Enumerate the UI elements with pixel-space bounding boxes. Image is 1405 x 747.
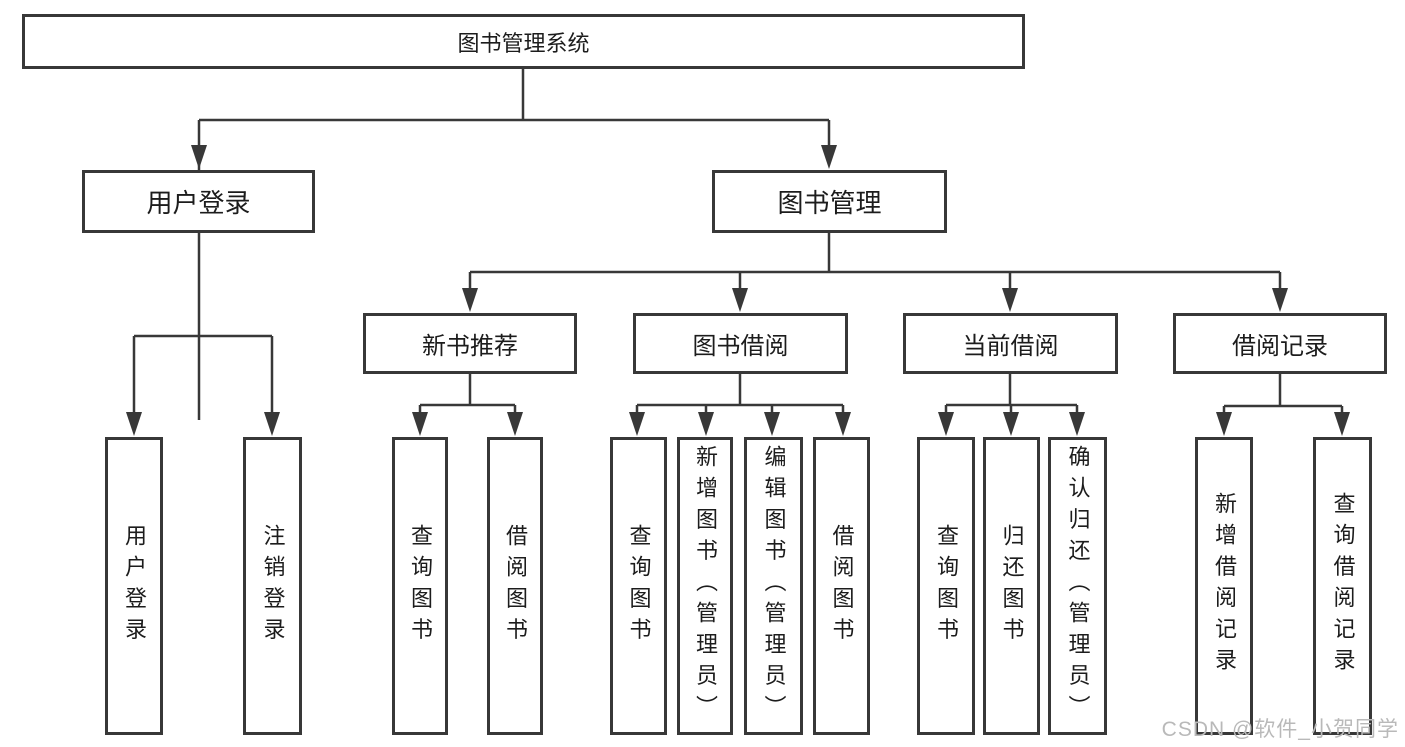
node-user-login: 用户登录 [82, 170, 315, 233]
leaf-borrow-books-recommend: 借阅图书 [487, 437, 543, 735]
leaf-user-login: 用户登录 [105, 437, 163, 735]
leaf-confirm-return-admin: 确认归还（管理员） [1048, 437, 1107, 735]
node-book-management: 图书管理 [712, 170, 947, 233]
leaf-borrow-books: 借阅图书 [813, 437, 870, 735]
leaf-logout: 注销登录 [243, 437, 302, 735]
node-library-system: 图书管理系统 [22, 14, 1025, 69]
node-book-borrowing: 图书借阅 [633, 313, 848, 374]
leaf-query-books-borrow: 查询图书 [610, 437, 667, 735]
leaf-return-book: 归还图书 [983, 437, 1040, 735]
node-new-book-recommend: 新书推荐 [363, 313, 577, 374]
csdn-watermark: CSDN @软件_小贺同学 [1161, 718, 1399, 741]
leaf-edit-book-admin: 编辑图书（管理员） [744, 437, 803, 735]
leaf-query-borrow-record: 查询借阅记录 [1313, 437, 1372, 735]
node-current-borrowing: 当前借阅 [903, 313, 1118, 374]
leaf-add-book-admin: 新增图书（管理员） [677, 437, 733, 735]
arrowhead-icons [126, 145, 1350, 436]
leaf-add-borrow-record: 新增借阅记录 [1195, 437, 1253, 735]
node-borrowing-records: 借阅记录 [1173, 313, 1387, 374]
leaf-query-books-current: 查询图书 [917, 437, 975, 735]
leaf-query-books-recommend: 查询图书 [392, 437, 448, 735]
